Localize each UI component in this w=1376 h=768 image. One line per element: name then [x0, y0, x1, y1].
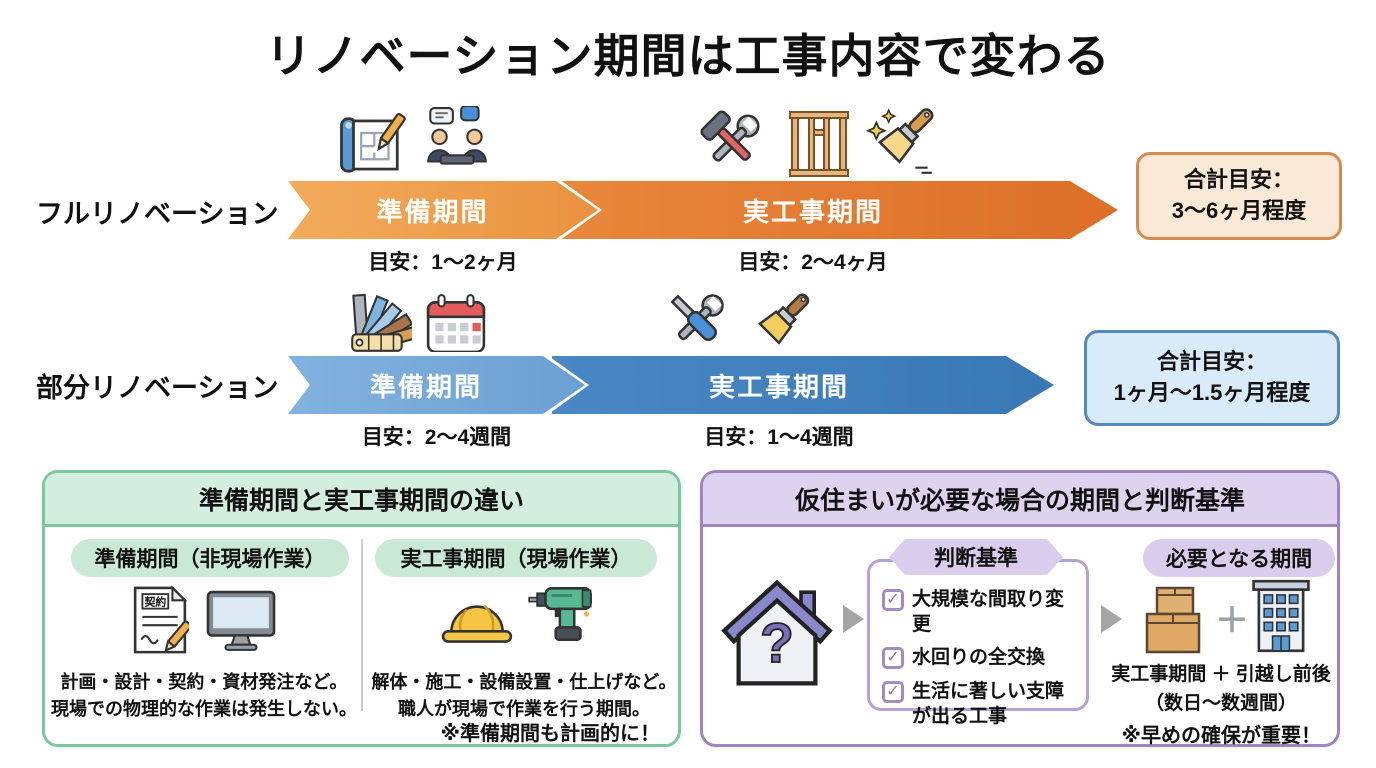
- total-estimate-partial: 合計目安： 1ヶ月〜1.5ヶ月程度: [1084, 330, 1340, 426]
- total-estimate-partial-line2: 1ヶ月〜1.5ヶ月程度: [1113, 380, 1311, 405]
- work-period-header: 実工事期間（現場作業）: [375, 539, 657, 577]
- page-title: リノベーション期間は工事内容で変わる: [265, 30, 1111, 82]
- prep-period-description: 計画・設計・契約・資材発注など。 現場での物理的な作業は発生しない。: [47, 669, 361, 723]
- criteria-card: ✓ 大規模な間取り変更 ✓ 水回りの全交換 ✓ 生活に著しい支障 が出る工事: [867, 559, 1089, 727]
- drill-icon: [527, 581, 603, 652]
- arrow-prep-label-full: 準備期間: [376, 196, 489, 227]
- building-icon: [1249, 577, 1313, 660]
- arrow-prep-label-partial: 準備期間: [369, 371, 482, 402]
- required-period-description: 実工事期間 ＋ 引越し前後 （数日〜数週間）: [1101, 661, 1341, 718]
- checkbox-icon: ✓: [882, 681, 904, 704]
- total-estimate-full-line2: 3〜6ヶ月程度: [1171, 198, 1307, 223]
- total-estimate-full-line1: 合計目安：: [1183, 167, 1294, 193]
- helmet-icon: [439, 589, 515, 654]
- flow-arrow-1: [843, 605, 864, 633]
- required-period-label: 必要となる期間: [1143, 539, 1335, 577]
- checkbox-icon: ✓: [882, 647, 904, 670]
- criteria-item-3-text: 生活に著しい支障 が出る工事: [912, 681, 1065, 727]
- criteria-item-2: ✓ 水回りの全交換: [882, 646, 1078, 671]
- required-period-line1: 実工事期間 ＋ 引越し前後: [1111, 664, 1331, 685]
- plus-sign: ＋: [1215, 602, 1249, 640]
- criteria-label: 判断基準: [889, 539, 1063, 575]
- panel-comparison-title: 準備期間と実工事期間の違い: [45, 473, 678, 527]
- flow-arrow-2: [1101, 605, 1122, 633]
- monitor-icon: [203, 589, 279, 658]
- row-label-full-renovation: フルリノベーション: [36, 199, 279, 229]
- duration-prep-partial: 目安：2〜4週間: [361, 426, 512, 449]
- panel-temporary-title: 仮住まいが必要な場合の期間と判断基準: [703, 473, 1337, 527]
- wrench-screwdriver-icon: [660, 284, 734, 363]
- panel-period-comparison: 準備期間と実工事期間の違い 準備期間（非現場作業） 実工事期間（現場作業） 契約: [42, 470, 681, 747]
- contract-doc-label: 契約: [143, 595, 166, 609]
- arrow-work-period-partial: 実工事期間: [552, 356, 1054, 414]
- total-estimate-full: 合計目安： 3〜6ヶ月程度: [1136, 152, 1342, 240]
- temporary-housing-note: ※早めの確保が重要！: [1121, 725, 1321, 747]
- arrow-work-label-full: 実工事期間: [742, 196, 883, 227]
- arrow-work-period-full: 実工事期間: [556, 181, 1118, 239]
- criteria-item-3: ✓ 生活に著しい支障 が出る工事: [882, 680, 1078, 729]
- arrow-work-label-partial: 実工事期間: [708, 371, 849, 402]
- blueprint-icon: [336, 110, 406, 185]
- timber-frame-icon: [784, 108, 854, 183]
- comparison-note: ※準備期間も計画的に！: [440, 723, 660, 745]
- required-period-line2: （数日〜数週間）: [1144, 692, 1297, 714]
- work-description-line1: 解体・施工・設備設置・仕上げなど。: [371, 672, 677, 692]
- duration-work-partial: 目安：1〜4週間: [704, 426, 854, 449]
- paintbrush-sparkle-icon: [862, 102, 940, 185]
- criteria-item-1-text: 大規模な間取り変更: [912, 589, 1065, 635]
- prep-description-line1: 計画・設計・契約・資材発注など。: [60, 672, 348, 692]
- column-divider: [361, 539, 363, 711]
- prep-period-header: 準備期間（非現場作業）: [71, 539, 349, 577]
- prep-description-line2: 現場での物理的な作業は発生しない。: [51, 699, 357, 719]
- checkbox-icon: ✓: [882, 589, 904, 611]
- work-period-description: 解体・施工・設備設置・仕上げなど。 職人が現場で作業を行う期間。: [367, 669, 681, 723]
- moving-boxes-icon: [1141, 581, 1211, 662]
- duration-prep-full: 目安：1〜2ヶ月: [368, 251, 518, 274]
- criteria-item-1: ✓ 大規模な間取り変更: [882, 588, 1078, 637]
- meeting-icon: [420, 104, 494, 185]
- panel-temporary-housing: 仮住まいが必要な場合の期間と判断基準 ? 判断基準 ✓ 大規模な間取り変更 ✓ …: [700, 470, 1340, 747]
- contract-icon: 契約: [131, 583, 192, 662]
- paintbrush-icon: [744, 288, 814, 363]
- color-swatches-icon: [344, 290, 419, 361]
- calendar-icon: [424, 292, 488, 361]
- house-question-icon: ?: [717, 573, 837, 698]
- row-label-partial-renovation: 部分リノベーション: [36, 373, 279, 403]
- arrow-prep-period-partial: 準備期間: [284, 352, 589, 418]
- hammer-wrench-icon: [694, 104, 770, 185]
- work-description-line2: 職人が現場で作業を行う期間。: [398, 699, 650, 719]
- criteria-item-2-text: 水回りの全交換: [912, 647, 1046, 669]
- arrow-prep-period-full: 準備期間: [284, 177, 602, 243]
- total-estimate-partial-line1: 合計目安：: [1156, 349, 1267, 375]
- house-question-glyph: ?: [760, 612, 794, 674]
- duration-work-full: 目安：2〜4ヶ月: [738, 251, 888, 274]
